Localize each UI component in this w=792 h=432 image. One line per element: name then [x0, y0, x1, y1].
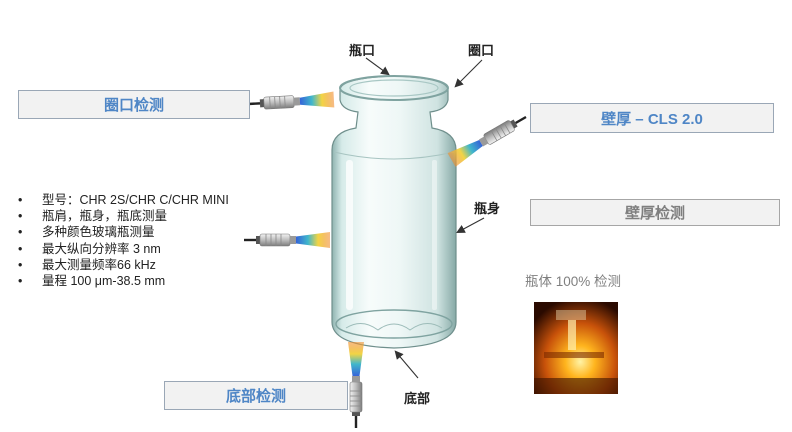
callout-bottom: 底部 — [404, 391, 431, 406]
box-ring-detection: 圈口检测 — [18, 90, 250, 119]
note-full-inspection: 瓶体 100% 检测 — [525, 274, 622, 289]
arrow-bottom — [394, 350, 419, 379]
probe-wall — [447, 109, 531, 168]
spec-item: 最大纵向分辨率 3 nm — [14, 241, 264, 257]
callout-ring-mouth: 圈口 — [468, 43, 495, 58]
spec-item: 最大测量频率66 kHz — [14, 257, 264, 273]
arrow-ring-mouth — [454, 59, 483, 88]
box-wall-thickness-cls: 壁厚 – CLS 2.0 — [530, 103, 774, 133]
spec-item: 多种颜色玻璃瓶测量 — [14, 224, 264, 240]
arrow-bottle-mouth — [365, 57, 390, 76]
probe-ring — [247, 91, 335, 113]
probe-bottom — [347, 341, 365, 429]
glass-vial-icon — [331, 75, 457, 349]
spec-item: 瓶肩，瓶身，瓶底测量 — [14, 208, 264, 224]
arrow-bottle-body — [456, 217, 485, 234]
spec-item: 型号：CHR 2S/CHR C/CHR MINI — [14, 192, 264, 208]
box-bottom-detection: 底部检测 — [164, 381, 348, 410]
callout-bottle-mouth: 瓶口 — [349, 43, 376, 58]
spec-list: 型号：CHR 2S/CHR C/CHR MINI 瓶肩，瓶身，瓶底测量 多种颜色… — [14, 192, 264, 289]
glowing-furnace-photo — [534, 302, 618, 394]
callout-bottle-body: 瓶身 — [474, 201, 501, 216]
box-wall-thickness-detection: 壁厚检测 — [530, 199, 780, 226]
spec-item: 量程 100 μm-38.5 mm — [14, 273, 264, 289]
